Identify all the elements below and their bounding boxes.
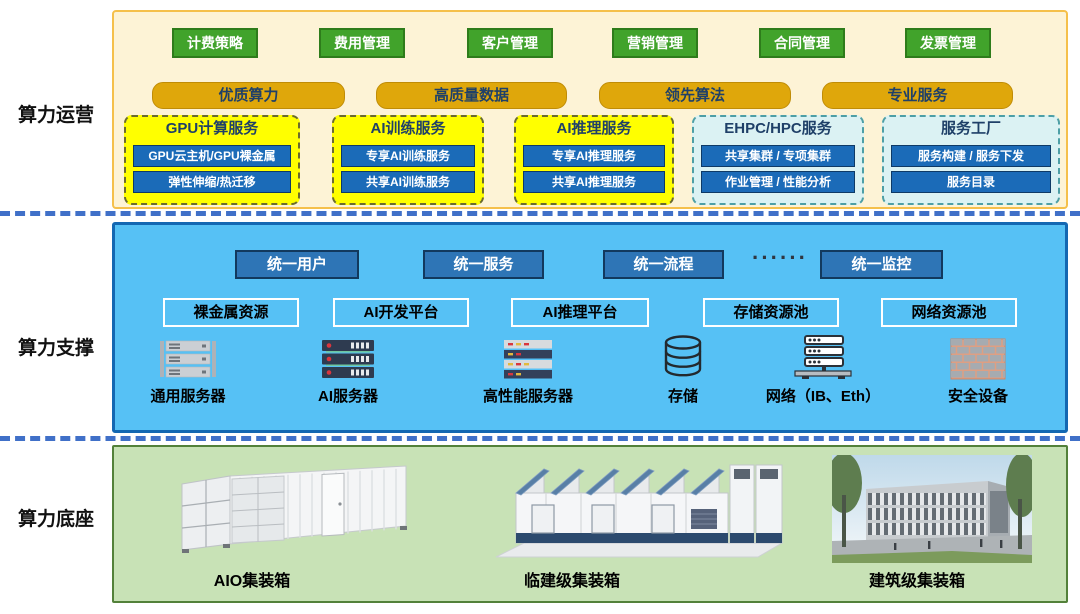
- service-group-title: EHPC/HPC服务: [724, 120, 832, 137]
- service-item: 共享AI训练服务: [341, 171, 475, 193]
- service-item: 弹性伸缩/热迁移: [133, 171, 291, 193]
- ellipsis-dots: ······: [752, 245, 808, 270]
- service-group-title: AI训练服务: [370, 120, 446, 137]
- layer-label-support: 算力支撑: [17, 338, 94, 359]
- hardware-ai-server: AI服务器: [273, 332, 423, 406]
- layer-label-foundation: 算力底座: [17, 509, 94, 530]
- ops-button-cost-mgmt: 费用管理: [319, 28, 405, 58]
- service-group-factory: 服务工厂 服务构建 / 服务下发 服务目录: [882, 115, 1060, 205]
- foundation-label-aio: AIO集装箱: [213, 573, 291, 590]
- separator-line-top: [0, 211, 1080, 216]
- storage-icon: [608, 332, 758, 380]
- hardware-label: 高性能服务器: [482, 388, 573, 405]
- service-item: 共享AI推理服务: [523, 171, 665, 193]
- hardware-label: AI服务器: [317, 388, 378, 405]
- service-item: 专享AI训练服务: [341, 145, 475, 167]
- hardware-label: 通用服务器: [150, 388, 226, 405]
- service-group-gpu: GPU计算服务 GPU云主机/GPU裸金属 弹性伸缩/热迁移: [124, 115, 300, 205]
- service-group-title: AI推理服务: [556, 120, 632, 137]
- support-panel: 统一用户 统一服务 统一流程 ······ 统一监控 裸金属资源 AI开发平台 …: [112, 222, 1068, 433]
- network-switch-icon: [748, 332, 898, 380]
- separator-line-bottom: [0, 436, 1080, 441]
- layer-label-operations: 算力运营: [17, 105, 94, 126]
- ops-button-marketing-mgmt: 营销管理: [612, 28, 698, 58]
- service-item: 专享AI推理服务: [523, 145, 665, 167]
- ops-button-billing-policy: 计费策略: [172, 28, 258, 58]
- foundation-label-building: 建筑级集装箱: [868, 573, 965, 590]
- service-item: 作业管理 / 性能分析: [701, 171, 855, 193]
- service-group-title: GPU计算服务: [165, 120, 259, 137]
- platform-ai-dev: AI开发平台: [333, 298, 469, 327]
- service-group-ai-training: AI训练服务 专享AI训练服务 共享AI训练服务: [332, 115, 484, 205]
- platform-network-pool: 网络资源池: [881, 298, 1017, 327]
- unified-process-box: 统一流程: [603, 250, 724, 279]
- ops-bar-quality-compute: 优质算力: [152, 82, 345, 109]
- temporary-container-illustration: [486, 453, 786, 567]
- hardware-storage: 存储: [608, 332, 758, 406]
- generic-server-icon: [113, 332, 263, 380]
- service-group-ai-inference: AI推理服务 专享AI推理服务 共享AI推理服务: [514, 115, 674, 205]
- ai-server-icon: [273, 332, 423, 380]
- operations-panel: 计费策略 费用管理 客户管理 营销管理 合同管理 发票管理 优质算力 高质量数据…: [112, 10, 1068, 209]
- unified-user-box: 统一用户: [235, 250, 359, 279]
- hardware-generic-server: 通用服务器: [113, 332, 263, 406]
- foundation-panel: AIO集装箱 临建级集装箱 建筑级集装箱: [112, 445, 1068, 603]
- service-item: 服务目录: [891, 171, 1051, 193]
- hardware-network: 网络（IB、Eth）: [748, 332, 898, 406]
- hardware-label: 存储: [667, 388, 698, 405]
- ops-button-contract-mgmt: 合同管理: [759, 28, 845, 58]
- hardware-hpc-server: 高性能服务器: [453, 332, 603, 406]
- ops-button-customer-mgmt: 客户管理: [467, 28, 553, 58]
- hardware-label: 安全设备: [947, 388, 1008, 405]
- firewall-icon: [903, 332, 1053, 380]
- hardware-label: 网络（IB、Eth）: [765, 388, 881, 405]
- ops-bar-quality-data: 高质量数据: [376, 82, 567, 109]
- unified-service-box: 统一服务: [423, 250, 544, 279]
- platform-ai-inference: AI推理平台: [511, 298, 649, 327]
- service-group-title: 服务工厂: [940, 120, 1001, 137]
- foundation-label-temporary: 临建级集装箱: [523, 573, 620, 590]
- ops-button-invoice-mgmt: 发票管理: [905, 28, 991, 58]
- platform-bare-metal: 裸金属资源: [163, 298, 299, 327]
- service-item: 共享集群 / 专项集群: [701, 145, 855, 167]
- unified-monitor-box: 统一监控: [820, 250, 943, 279]
- hpc-server-icon: [453, 332, 603, 380]
- hardware-firewall: 安全设备: [903, 332, 1053, 406]
- building-photo: [826, 453, 1038, 563]
- ops-bar-leading-algo: 领先算法: [599, 82, 791, 109]
- service-item: GPU云主机/GPU裸金属: [133, 145, 291, 167]
- service-item: 服务构建 / 服务下发: [891, 145, 1051, 167]
- ops-bar-pro-service: 专业服务: [822, 82, 1013, 109]
- platform-storage-pool: 存储资源池: [703, 298, 839, 327]
- aio-container-illustration: [174, 462, 420, 558]
- service-group-hpc: EHPC/HPC服务 共享集群 / 专项集群 作业管理 / 性能分析: [692, 115, 864, 205]
